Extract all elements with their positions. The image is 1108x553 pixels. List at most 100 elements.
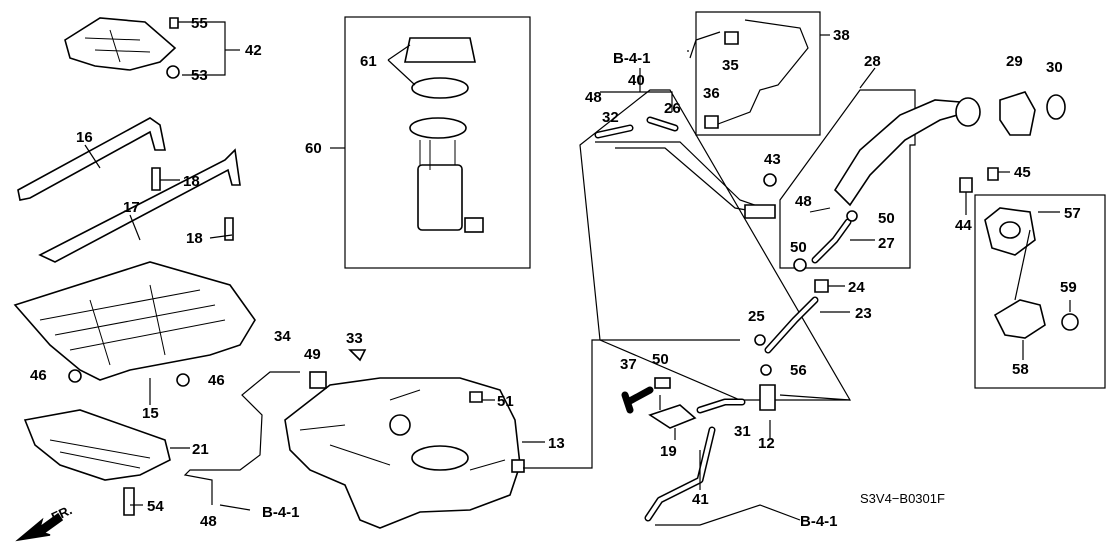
callout-61: 61 (360, 53, 377, 70)
callout-50b: 50 (790, 239, 807, 256)
under-cover-15 (13, 261, 256, 381)
line-40a (595, 141, 776, 213)
clamp-24 (814, 279, 829, 293)
under-cover-ribs (39, 284, 226, 366)
vent-valve-box (974, 194, 1106, 389)
shield-plate-ribs (84, 29, 151, 63)
gasket-61 (411, 77, 469, 99)
callout-37: 37 (620, 356, 637, 373)
callout-23: 23 (855, 305, 872, 322)
callout-48b: 48 (795, 193, 812, 210)
front-arrow-icon (15, 512, 64, 542)
callout-50c: 50 (652, 351, 669, 368)
clip-35 (724, 31, 739, 45)
callout-35: 35 (722, 57, 739, 74)
callout-44: 44 (955, 217, 972, 234)
screw-45 (987, 167, 999, 181)
leader-b41c (219, 504, 251, 511)
leader-18b (209, 234, 233, 239)
strap-17 (38, 148, 241, 263)
clamp-49 (309, 371, 327, 389)
callout-labels: 55 42 53 61 60 38 35 36 40 48 32 26 28 2… (30, 15, 1081, 530)
bolt-54 (123, 487, 135, 516)
strap-16 (17, 117, 166, 201)
fuel-tank-13 (284, 377, 521, 529)
callout-29: 29 (1006, 53, 1023, 70)
line-38 (717, 19, 809, 125)
tank-port (389, 414, 411, 436)
callout-57: 57 (1064, 205, 1081, 222)
callout-17: 17 (123, 199, 140, 216)
callout-25: 25 (748, 308, 765, 325)
callout-34: 34 (274, 328, 291, 345)
callout-40: 40 (628, 72, 645, 89)
leader-61 (387, 44, 416, 86)
bolt-44 (959, 177, 973, 193)
filler-neck-box (779, 89, 916, 269)
callout-56: 56 (790, 362, 807, 379)
shield-21-ribs (49, 439, 151, 469)
callout-32: 32 (602, 109, 619, 126)
reference-b41-top[interactable]: B-4-1 (613, 50, 651, 67)
callout-30: 30 (1046, 59, 1063, 76)
grommet-59 (1061, 313, 1079, 331)
canister-19 (648, 404, 697, 429)
callout-46a: 46 (30, 367, 47, 384)
callout-53: 53 (191, 67, 208, 84)
callout-55: 55 (191, 15, 208, 32)
leader-13b (523, 339, 740, 469)
nut-53 (166, 65, 180, 79)
pump-connector (464, 217, 484, 233)
shield-plate-42 (64, 17, 177, 71)
shield-21 (23, 409, 171, 481)
tank-opening (411, 445, 469, 471)
callout-36: 36 (703, 85, 720, 102)
callout-54: 54 (147, 498, 164, 515)
callout-21: 21 (192, 441, 209, 458)
filler-housing-29 (999, 91, 1036, 136)
tank-nipple (511, 459, 525, 473)
cap-30 (1046, 94, 1066, 120)
diagram-code: S3V4−B0301F (860, 491, 945, 506)
callout-49: 49 (304, 346, 321, 363)
callout-50a: 50 (878, 210, 895, 227)
valve-58 (993, 299, 1046, 339)
callout-42: 42 (245, 42, 262, 59)
callout-15: 15 (142, 405, 159, 422)
callout-46b: 46 (208, 372, 225, 389)
callout-45: 45 (1014, 164, 1031, 181)
valve-57-port (999, 221, 1021, 239)
hose-37 (621, 386, 654, 414)
callout-59: 59 (1060, 279, 1077, 296)
callout-43: 43 (764, 151, 781, 168)
callout-41: 41 (692, 491, 709, 508)
callout-58: 58 (1012, 361, 1029, 378)
filler-mouth (955, 97, 981, 127)
clamp-50c (654, 377, 671, 389)
callout-19: 19 (660, 443, 677, 460)
front-label: FR. (49, 502, 74, 524)
leader-12b (779, 394, 851, 401)
bolt-55 (169, 17, 179, 29)
pump-hoses (419, 140, 456, 170)
leader-b41a (689, 31, 721, 59)
joint-block (744, 204, 776, 219)
callout-13: 13 (548, 435, 565, 452)
pump-body (417, 164, 463, 231)
reference-b41-right[interactable]: B-4-1 (800, 513, 838, 530)
callout-26: 26 (664, 100, 681, 117)
callout-38: 38 (833, 27, 850, 44)
clip-56 (760, 364, 772, 376)
reference-b41-left[interactable]: B-4-1 (262, 504, 300, 521)
clip-46a (68, 369, 82, 383)
line-group-box (695, 11, 821, 136)
tank-ribs (299, 389, 506, 471)
leader-42-bracket (178, 21, 226, 76)
leader-57b (1014, 229, 1031, 301)
bolt-18a (151, 167, 161, 191)
clip-33 (348, 349, 367, 362)
leader-28 (859, 67, 876, 89)
callout-33: 33 (346, 330, 363, 347)
callout-28: 28 (864, 53, 881, 70)
line-34 (183, 371, 300, 490)
